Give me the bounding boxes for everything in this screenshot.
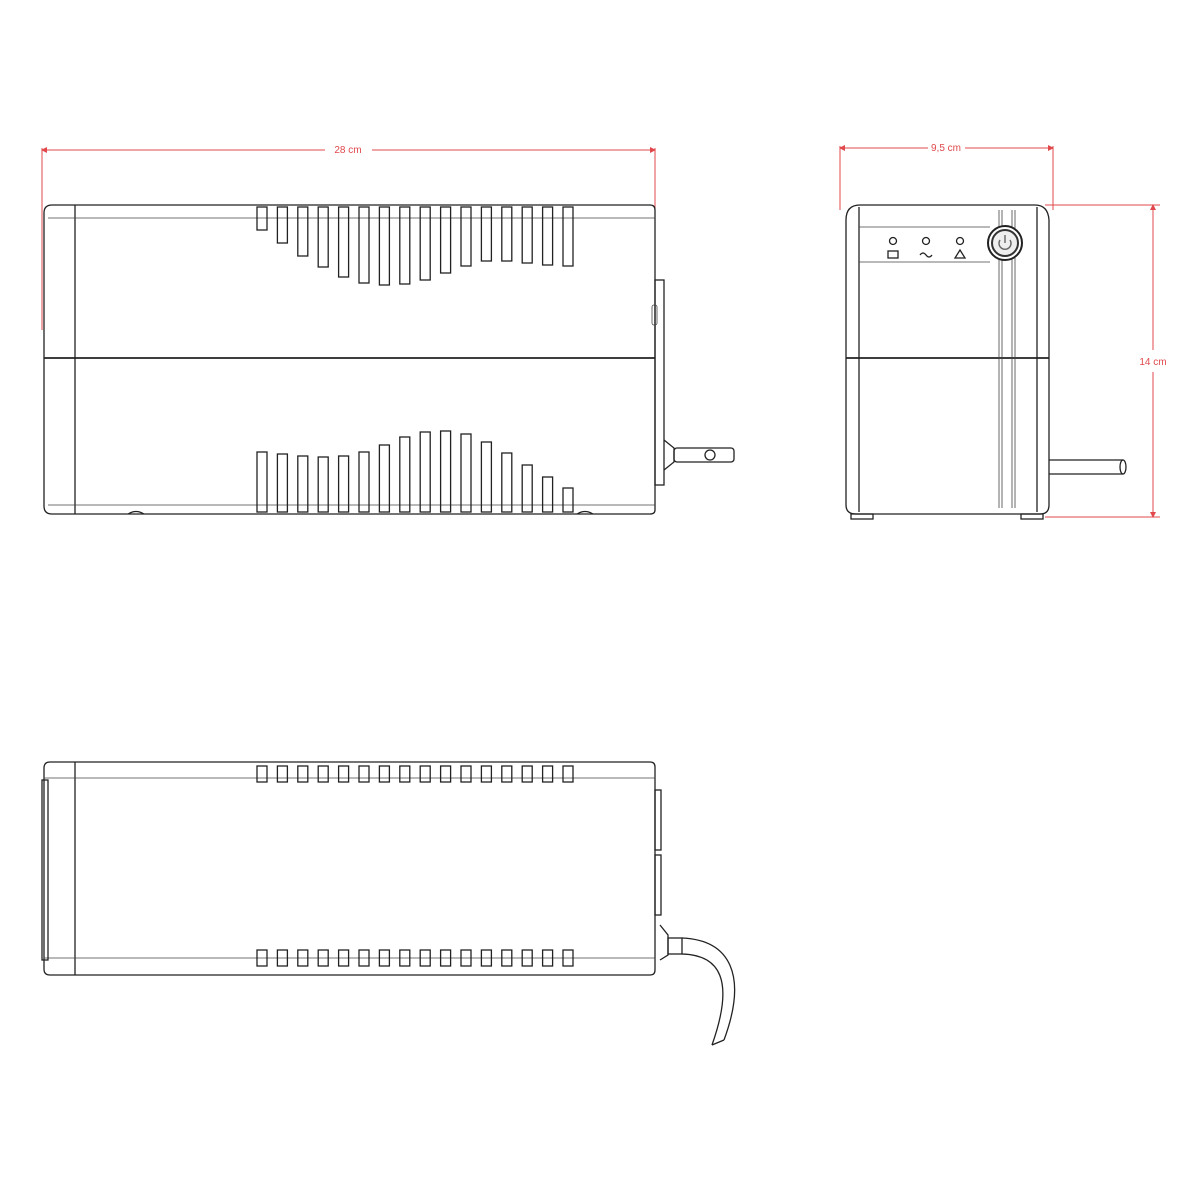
vent-slot [480,765,493,783]
vent-slot [541,206,554,266]
vent-slot [297,765,309,783]
vent-slot [276,206,289,244]
vent-slot [399,436,411,513]
vent-slot [419,949,431,967]
warning-icon [953,248,967,259]
vent-slot [358,949,370,967]
vent-slot [541,476,554,513]
vent-slot [460,433,472,513]
led-ac [919,236,933,258]
vent-slot [317,949,329,967]
vent-slot [256,451,268,513]
vent-slot [337,765,350,783]
vent-slot [337,455,350,513]
vent-slot [501,206,513,262]
vent-slot [562,206,574,267]
vent-slot [521,206,533,264]
top-view-vents [256,765,574,967]
vent-slot [399,206,411,285]
vent-slot [399,949,411,967]
vent-slot [501,452,513,513]
vent-slot [317,206,329,268]
vent-slot [378,444,391,513]
vent-slot [256,949,268,967]
ac-wave-icon [919,252,933,258]
vent-slot [276,453,289,513]
vent-slot [297,206,309,257]
vent-slot [480,206,493,262]
vent-slot [276,949,289,967]
vent-slot [337,949,350,967]
vent-slot [480,949,493,967]
vent-slot [439,949,452,967]
vent-slot [521,464,533,513]
vent-slot [460,949,472,967]
vent-slot [439,430,452,513]
vent-slot [501,765,513,783]
vent-slot [419,431,431,513]
rear-connector-panel [651,279,735,486]
vent-slot [358,765,370,783]
vent-slot [358,206,370,284]
width-dimension: 9,5 cm [839,143,1054,210]
vent-slot [317,456,329,513]
width-label: 9,5 cm [931,143,961,154]
vent-slot [256,206,268,231]
side-vents-bottom [256,430,574,513]
vent-slot [521,765,533,783]
vent-slot [378,949,391,967]
vent-slot [562,765,574,783]
vent-slot [562,487,574,513]
side-view: 28 cm [41,145,735,515]
vent-slot [419,765,431,783]
vent-slot [337,206,350,278]
power-button[interactable] [987,225,1023,261]
height-label: 14 cm [1139,357,1166,368]
battery-icon [887,250,899,259]
vent-slot [562,949,574,967]
vent-slot [317,765,329,783]
vent-slot [439,206,452,274]
side-vents-top [256,206,574,286]
power-cord [659,924,736,1046]
vent-slot [541,949,554,967]
vent-slot [439,765,452,783]
vent-slot [419,206,431,281]
front-view: 9,5 cm 14 cm [839,143,1167,520]
vent-slot [460,765,472,783]
top-view [41,761,736,1046]
vent-slot [378,765,391,783]
vent-slot [276,765,289,783]
height-dimension: 14 cm [1045,204,1167,518]
vent-slot [541,765,554,783]
vent-slot [256,765,268,783]
vent-slot [297,949,309,967]
vent-slot [501,949,513,967]
vent-slot [378,206,391,286]
length-label: 28 cm [334,145,361,156]
vent-slot [399,765,411,783]
vent-slot [297,455,309,513]
led-warning [953,236,967,259]
vent-slot [480,441,493,513]
vent-slot [521,949,533,967]
power-button-icon [998,235,1012,250]
vent-slot [358,451,370,513]
vent-slot [460,206,472,267]
led-battery [887,236,899,259]
